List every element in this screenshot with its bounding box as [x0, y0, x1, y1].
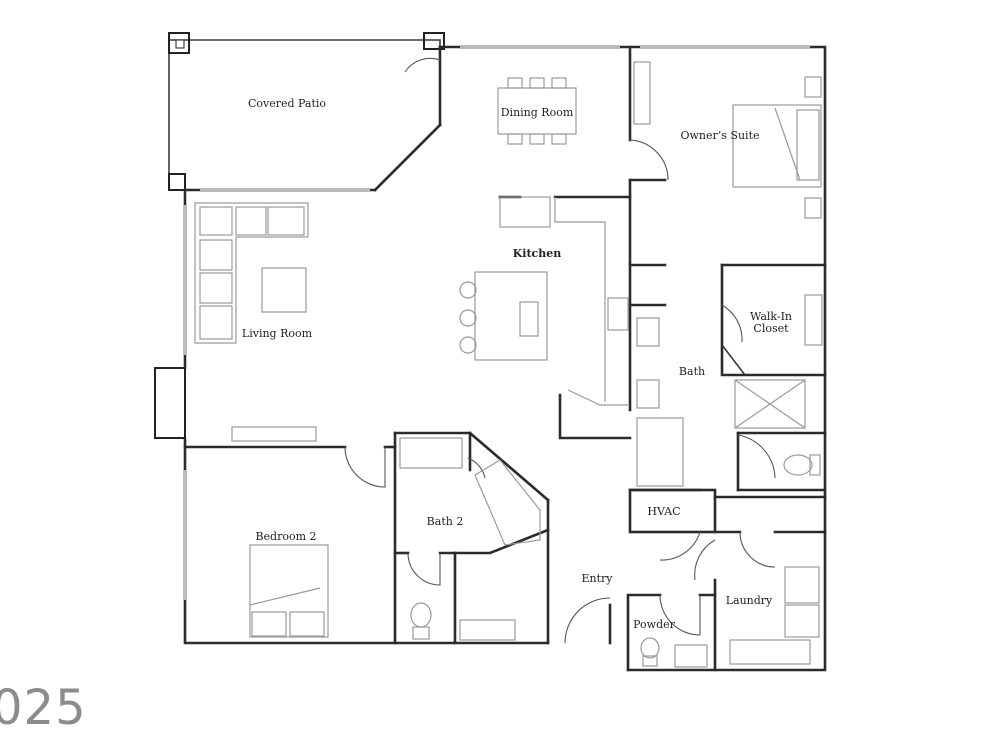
- room-label-laundry: Laundry: [726, 594, 773, 607]
- watermark-text: 025: [0, 680, 87, 736]
- room-label-dining-room: Dining Room: [501, 106, 574, 119]
- room-label-bath-2: Bath 2: [427, 515, 464, 528]
- doors: [344, 57, 776, 644]
- room-label-entry: Entry: [581, 572, 613, 585]
- room-label-kitchen: Kitchen: [513, 247, 562, 260]
- windows: [183, 45, 810, 600]
- interior-walls: [183, 45, 827, 672]
- room-labels: Covered Patio Dining Room Owner’s Suite …: [242, 97, 792, 631]
- room-label-bath: Bath: [679, 365, 705, 378]
- room-label-hvac: HVAC: [647, 505, 680, 518]
- room-label-living-room: Living Room: [242, 327, 313, 340]
- covered-patio-area: [168, 32, 445, 191]
- room-label-powder: Powder: [633, 618, 676, 631]
- room-label-bedroom-2: Bedroom 2: [255, 530, 316, 543]
- room-label-walk-in-closet-line1: Walk-In: [750, 310, 792, 323]
- room-label-covered-patio: Covered Patio: [248, 97, 326, 110]
- room-label-walk-in-closet-line2: Closet: [753, 322, 789, 335]
- furniture: [194, 61, 823, 668]
- room-label-owners-suite: Owner’s Suite: [681, 129, 760, 142]
